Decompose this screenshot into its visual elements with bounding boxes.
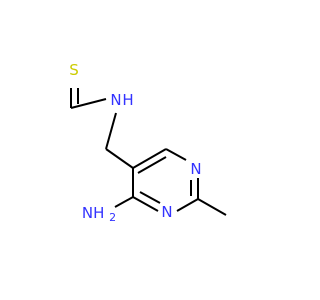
bond-c2-methyl: [197, 198, 227, 216]
bond-n3-c4: [132, 196, 159, 212]
atom-amino-group: NH 2: [82, 204, 116, 224]
atom-sulfur: S: [69, 61, 79, 79]
atom-thioformyl-hydrogen: H: [122, 91, 133, 109]
atom-amino-subscript: 2: [109, 211, 116, 224]
bond-nh-ch2: [105, 112, 117, 150]
bond-c-nh: [70, 98, 107, 109]
bond-c6-n1: [165, 148, 187, 161]
atom-ring-n3: N: [161, 203, 172, 221]
bond-c2-n3: [176, 198, 199, 212]
atom-label-layer: S N H N N NH 2: [69, 61, 201, 224]
bond-c4-nh2: [114, 196, 134, 208]
bond-n3-c4-inner: [139, 191, 161, 204]
atom-ring-n1: N: [190, 160, 201, 178]
bond-c5-c6-inner: [137, 156, 167, 174]
bond-layer: [70, 88, 227, 216]
bond-ch2-c5: [105, 148, 134, 169]
molecule-structure-drawing: S N H N N NH 2: [69, 61, 227, 224]
atom-amino-nh: NH: [82, 204, 105, 222]
bond-c5-c6: [132, 148, 167, 169]
atom-thioformyl-nitrogen: N: [110, 91, 121, 109]
